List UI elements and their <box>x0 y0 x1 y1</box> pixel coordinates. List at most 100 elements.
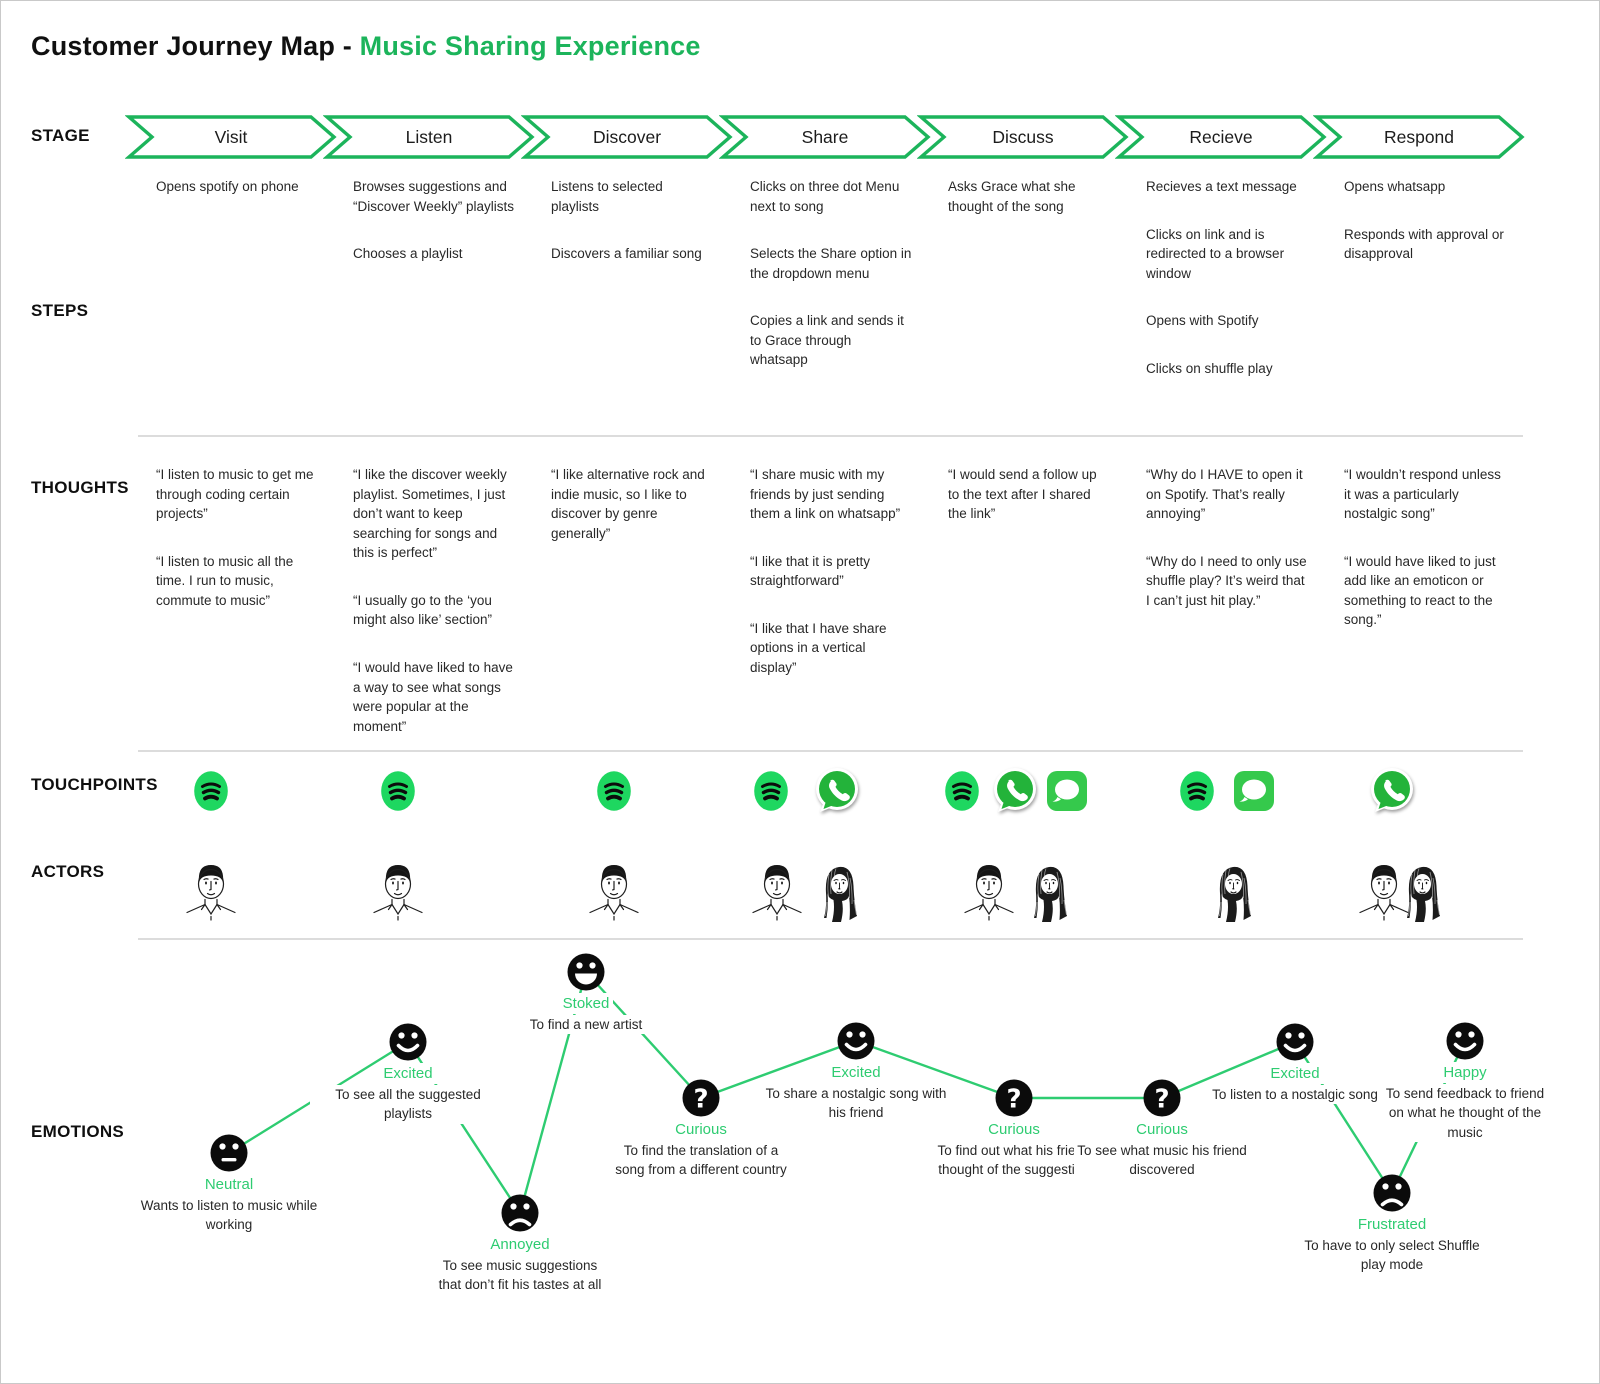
emotion-reason: To see all the suggested playlists <box>310 1085 506 1124</box>
curious-face-icon: ? <box>1142 1078 1182 1123</box>
spotify-icon <box>596 770 632 817</box>
thought-item: “I listen to music to get me through cod… <box>156 467 314 522</box>
emotion-name: Curious <box>1132 1119 1192 1141</box>
thoughts-column-visit: “I listen to music to get me through cod… <box>156 465 318 638</box>
step-item: Clicks on shuffle play <box>1146 360 1273 376</box>
emotion-name: Neutral <box>200 1174 258 1196</box>
stage-arrow-shape <box>125 115 337 159</box>
whatsapp-icon <box>814 767 860 820</box>
annoyed-face-icon <box>500 1193 540 1238</box>
actor-man-icon <box>1355 861 1413 928</box>
thoughts-column-discuss: “I would send a follow up to the text af… <box>948 465 1110 552</box>
emotion-reason: To see what music his friend discovered <box>1074 1141 1250 1180</box>
step-item: Opens whatsapp <box>1344 179 1446 194</box>
emotion-reason: Wants to listen to music while working <box>126 1196 332 1235</box>
curious-face-icon: ? <box>994 1078 1034 1123</box>
stage-arrow-shape <box>521 115 733 159</box>
stage-arrow-recieve: Recieve <box>1115 114 1327 160</box>
emotion-name: Excited <box>1266 1063 1324 1085</box>
stage-arrow-share: Share <box>719 114 931 160</box>
stage-arrow-shape <box>1115 115 1327 159</box>
stage-label-discover: Discover <box>592 127 662 147</box>
happy-face-icon <box>1445 1021 1485 1066</box>
emotion-name: Curious <box>671 1119 731 1141</box>
emotion-name: Curious <box>984 1119 1044 1141</box>
stage-label-recieve: Recieve <box>1189 127 1253 147</box>
step-item: Recieves a text message <box>1146 179 1297 194</box>
stage-arrow-shape <box>719 115 931 159</box>
thought-item: “I like alternative rock and indie music… <box>551 467 705 541</box>
divider-actors-emotions <box>138 938 1523 940</box>
emotion-reason: To have to only select Shuffle play mode <box>1299 1236 1485 1275</box>
thought-item: “I like the discover weekly playlist. So… <box>353 467 507 561</box>
actor-woman-icon <box>1208 860 1258 929</box>
step-item: Selects the Share option in the dropdown… <box>750 246 912 281</box>
spotify-icon <box>753 770 789 817</box>
imessage-icon <box>1046 770 1088 817</box>
row-label-thoughts: THOUGHTS <box>31 478 129 497</box>
step-item: Browses suggestions and “Discover Weekly… <box>353 179 515 214</box>
stage-arrow-visit: Visit <box>125 114 337 160</box>
page-title-black: Customer Journey Map - <box>31 31 360 61</box>
excited-face-icon <box>1275 1022 1315 1067</box>
row-label-touchpoints: TOUCHPOINTS <box>31 775 158 794</box>
imessage-icon <box>1233 770 1275 817</box>
emotion-reason: To listen to a nostalgic song <box>1202 1085 1388 1105</box>
curious-face-icon: ? <box>681 1078 721 1123</box>
page-title-green: Music Sharing Experience <box>359 31 701 61</box>
spotify-icon <box>1179 770 1215 817</box>
row-label-steps: STEPS <box>31 301 89 320</box>
step-item: Discovers a familiar song <box>551 246 702 262</box>
thought-item: “I like that I have share options in a v… <box>750 620 887 675</box>
thought-item: “I share music with my friends by just s… <box>750 467 901 522</box>
emotion-reason: To find a new artist <box>501 1015 671 1035</box>
row-label-stage: STAGE <box>31 126 90 145</box>
thoughts-column-share: “I share music with my friends by just s… <box>750 465 912 706</box>
emotion-reason: To send feedback to friend on what he th… <box>1377 1084 1553 1142</box>
actor-woman-icon <box>814 860 864 929</box>
svg-text:?: ? <box>1006 1085 1021 1115</box>
emotion-reason: To share a nostalgic song with his frien… <box>758 1084 954 1123</box>
actor-man-icon <box>182 861 240 928</box>
stage-label-listen: Listen <box>405 127 453 147</box>
emotion-name: Excited <box>379 1063 437 1085</box>
thoughts-column-discover: “I like alternative rock and indie music… <box>551 465 713 571</box>
frustrated-face-icon <box>1372 1173 1412 1218</box>
emotion-name: Excited <box>827 1062 885 1084</box>
emotion-name: Annoyed <box>486 1234 554 1256</box>
stage-arrow-discover: Discover <box>521 114 733 160</box>
steps-column-discuss: Asks Grace what she thought of the song <box>948 177 1110 244</box>
thought-item: “I would send a follow up to the text af… <box>948 467 1097 522</box>
stage-label-visit: Visit <box>214 127 248 147</box>
step-item: Responds with approval or disapproval <box>1344 226 1504 262</box>
stage-arrow-shape <box>323 115 535 159</box>
emotion-name: Frustrated <box>1353 1214 1431 1236</box>
actor-woman-icon <box>1024 860 1074 929</box>
stage-arrow-listen: Listen <box>323 114 535 160</box>
stage-label-discuss: Discuss <box>992 127 1054 147</box>
actor-man-icon <box>748 861 806 928</box>
step-item: Chooses a playlist <box>353 246 463 262</box>
emotion-reason: To see music suggestions that don’t fit … <box>435 1256 605 1295</box>
step-item: Clicks on link and is redirected to a br… <box>1146 226 1285 281</box>
spotify-icon <box>380 770 416 817</box>
step-item: Clicks on three dot Menu next to song <box>750 179 900 214</box>
excited-face-icon <box>388 1022 428 1067</box>
excited-face-icon <box>836 1021 876 1066</box>
row-label-emotions: EMOTIONS <box>31 1122 125 1141</box>
thoughts-column-listen: “I like the discover weekly playlist. So… <box>353 465 515 764</box>
svg-text:?: ? <box>693 1085 708 1115</box>
emotion-name: Happy <box>1439 1062 1491 1084</box>
stage-label-respond: Respond <box>1383 127 1455 147</box>
neutral-face-icon <box>209 1133 249 1178</box>
divider-steps-thoughts <box>138 435 1523 437</box>
